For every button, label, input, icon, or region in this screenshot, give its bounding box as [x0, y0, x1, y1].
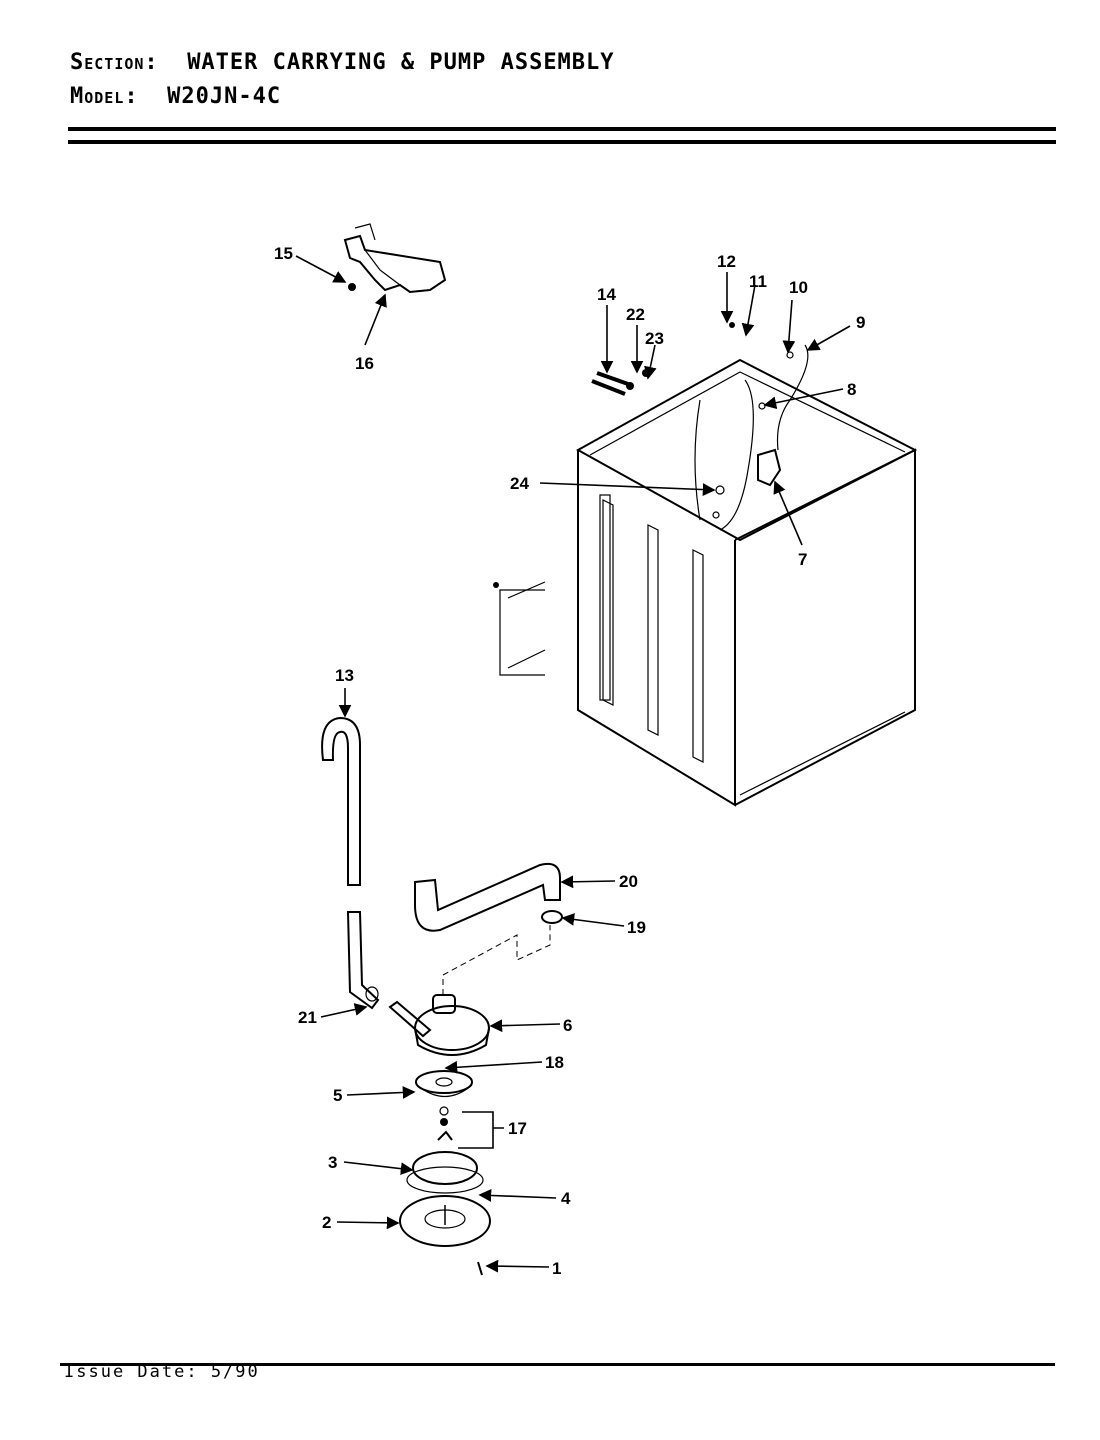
- pump-base: [406, 1130, 484, 1194]
- callout-7: 7: [798, 550, 807, 569]
- section-title: Section: WATER CARRYING & PUMP ASSEMBLY: [70, 50, 615, 75]
- callout-5: 5: [333, 1086, 342, 1105]
- screw-15-icon: [348, 283, 356, 291]
- callout-9: 9: [856, 313, 865, 332]
- inlet-hoses: [591, 369, 650, 396]
- pump-hose: [414, 862, 563, 995]
- callout-2: 2: [322, 1213, 331, 1232]
- leader-lines: [295, 255, 851, 1273]
- model-title: Model: W20JN-4C: [70, 84, 281, 109]
- callout-22: 22: [626, 305, 645, 324]
- water-pump: [388, 994, 490, 1056]
- callout-10: 10: [789, 278, 808, 297]
- callout-14: 14: [597, 285, 616, 304]
- section-label: Section:: [70, 50, 159, 75]
- callout-19: 19: [627, 918, 646, 937]
- callout-8: 8: [847, 380, 856, 399]
- callout-23: 23: [645, 329, 664, 348]
- callout-15: 15: [274, 244, 293, 263]
- model-label: Model:: [70, 84, 139, 109]
- callout-1: 1: [552, 1259, 561, 1278]
- header-rule-bottom: [68, 140, 1056, 144]
- callout-16: 16: [355, 354, 374, 373]
- section-value: WATER CARRYING & PUMP ASSEMBLY: [187, 50, 615, 75]
- drain-hose: [321, 716, 380, 1010]
- mounting-bracket: [343, 223, 447, 294]
- callout-13: 13: [335, 666, 354, 685]
- callout-11: 11: [749, 272, 767, 291]
- pump-pulley: [415, 1070, 473, 1126]
- model-value: W20JN-4C: [167, 84, 282, 109]
- callout-18: 18: [545, 1053, 564, 1072]
- callout-21: 21: [298, 1008, 317, 1027]
- cover-plate: [399, 1195, 491, 1276]
- valve-7-icon: [757, 448, 782, 487]
- issue-date: Issue Date: 5/90: [64, 1362, 260, 1382]
- footer-rule: [60, 1363, 1055, 1366]
- header-rule-top: [68, 127, 1056, 131]
- callout-3: 3: [328, 1153, 337, 1172]
- washer-cabinet: [493, 322, 918, 807]
- callout-20: 20: [619, 872, 638, 891]
- callout-12: 12: [717, 252, 736, 271]
- callout-labels: 1 2 3 4 5 6 7 8 9 10 11 12 13 14 15 16 1…: [274, 244, 865, 1278]
- callout-24: 24: [510, 474, 529, 493]
- callout-6: 6: [563, 1016, 572, 1035]
- callout-17: 17: [508, 1119, 527, 1138]
- callout-4: 4: [561, 1189, 571, 1208]
